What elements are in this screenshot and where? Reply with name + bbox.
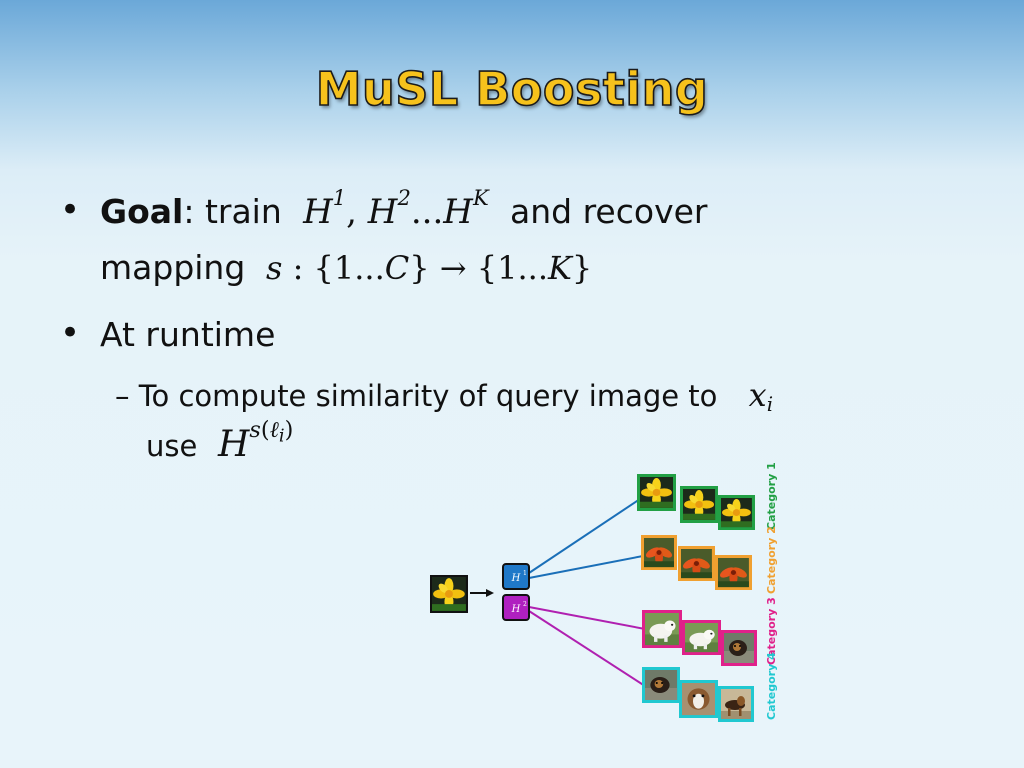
classifier-set-formula: H1, H2...HK bbox=[292, 185, 489, 232]
bullet-goal-line1: Goal: train H1, H2...HK and recover bbox=[100, 185, 708, 232]
bullet-goal-line2: mapping s : {1...C} → {1...K} bbox=[100, 248, 592, 287]
sub-bullet-text: To compute similarity of query image to bbox=[138, 379, 718, 413]
category4-label: Category 4 bbox=[765, 652, 778, 720]
h1-sup: 1 bbox=[523, 570, 527, 577]
h2-line-category3 bbox=[528, 606, 646, 630]
category2-images bbox=[641, 535, 752, 590]
category1-images bbox=[637, 474, 755, 530]
sub-bullet-line2: use Hs(ℓi) bbox=[146, 417, 294, 465]
xi-formula: xi bbox=[748, 376, 774, 416]
goal-text: : train bbox=[183, 192, 293, 231]
category4-images bbox=[642, 667, 754, 722]
category2-label: Category 2 bbox=[765, 526, 778, 594]
h2-line-category4 bbox=[528, 610, 646, 687]
h1-line-category2 bbox=[528, 555, 644, 579]
dash: – bbox=[115, 379, 130, 413]
mapping-text: mapping bbox=[100, 248, 246, 287]
h2-label: H bbox=[511, 604, 521, 615]
h2-sup: 2 bbox=[523, 601, 527, 608]
slide-title: MuSL Boosting bbox=[315, 61, 709, 117]
query-image bbox=[430, 575, 468, 613]
bullet-dot: • bbox=[60, 190, 81, 230]
classifier-h1-box: H 1 bbox=[502, 563, 530, 590]
category3-images bbox=[642, 610, 757, 666]
bullet-dot: • bbox=[60, 313, 81, 353]
arrow-head-icon bbox=[486, 589, 494, 597]
goal-text-recover: and recover bbox=[510, 192, 708, 231]
use-text: use bbox=[146, 429, 198, 463]
h-s-formula: Hs(ℓi) bbox=[206, 417, 294, 465]
goal-label: Goal bbox=[100, 192, 184, 231]
category3-label: Category 3 bbox=[765, 597, 778, 665]
bullet-runtime: At runtime bbox=[100, 315, 276, 354]
classifier-h2-box: H 2 bbox=[502, 594, 530, 621]
mapping-formula: s : {1...C} → {1...K} bbox=[255, 249, 593, 287]
h1-label: H bbox=[511, 573, 521, 584]
sub-bullet-line1: – To compute similarity of query image t… bbox=[115, 376, 773, 414]
category1-label: Category 1 bbox=[765, 462, 778, 530]
h1-line-category1 bbox=[528, 498, 641, 574]
